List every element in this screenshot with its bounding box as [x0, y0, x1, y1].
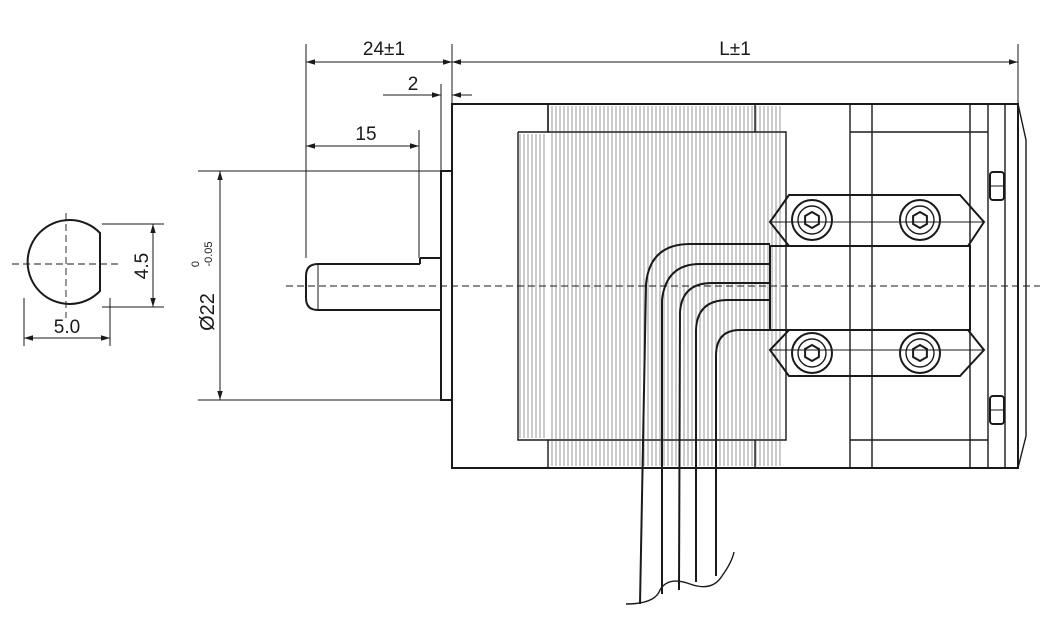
shaft-diameter-label: 5.0: [54, 317, 80, 338]
clamp-screw-bottom-right-hex-socket: [912, 343, 928, 363]
cable-break-line: [625, 551, 735, 605]
clamp-screw-bottom-right: [899, 332, 941, 374]
body-length-label: L±1: [719, 39, 751, 60]
clamp-screw-bottom-left-hex-socket: [804, 343, 820, 363]
body-outline: [451, 103, 1019, 469]
length-dimensions: 24±1 L±1 2 15: [305, 39, 1019, 258]
shaft-length-label: 15: [355, 124, 376, 145]
flat-height-label: 4.5: [132, 253, 153, 279]
clamp-screw-top-right: [899, 199, 941, 241]
d-cut-shaft-profile: [26, 219, 101, 305]
shaft-outline: [305, 263, 441, 311]
pilot-tolerance-upper: 0: [190, 261, 202, 267]
cable-clamp: [768, 194, 986, 377]
flange-boss-label: 2: [408, 74, 419, 95]
clamp-screw-bottom-left: [791, 332, 833, 374]
pilot-tolerance-lower: -0.05: [203, 241, 215, 266]
pilot-diameter-dimension: Ø22 0 -0.05: [190, 170, 440, 401]
clamp-screw-top-left: [791, 199, 833, 241]
motor-shaft: [305, 257, 441, 311]
pilot-boss: [440, 170, 453, 401]
clamp-body: [769, 245, 971, 331]
rear-cap: [1005, 103, 1027, 469]
shaft-to-flange-label: 24±1: [363, 39, 405, 60]
shaft-cross-section: 4.5 5.0: [12, 213, 164, 346]
clamp-screw-top-right-hex-socket: [912, 210, 928, 230]
clamp-bottom: [768, 329, 986, 377]
motor-cable: [625, 243, 770, 605]
clamp-screw-top-left-hex-socket: [804, 210, 820, 230]
pilot-diameter-label: Ø22: [197, 293, 219, 331]
